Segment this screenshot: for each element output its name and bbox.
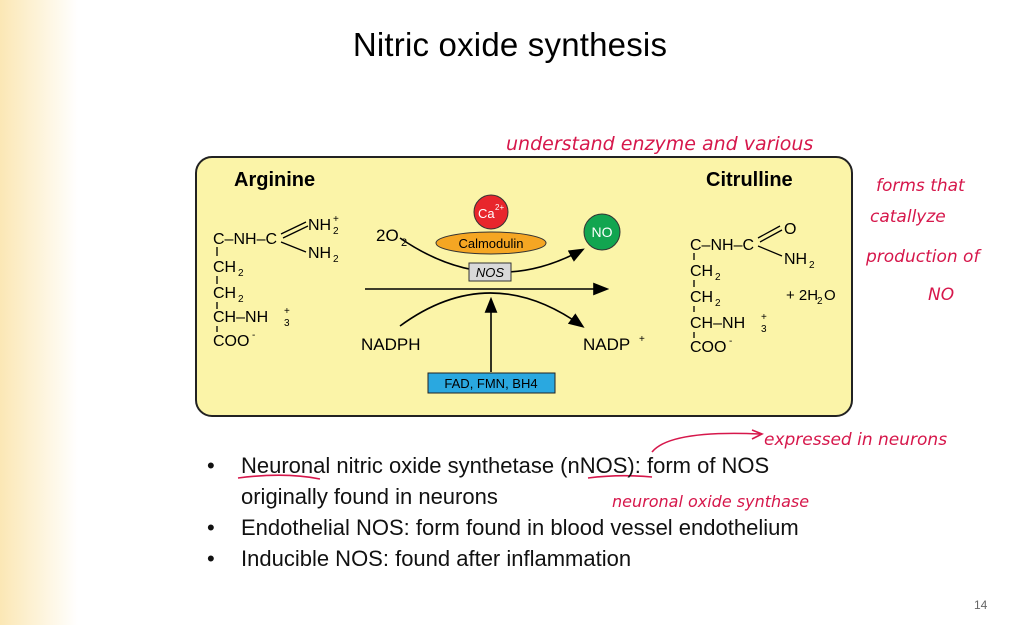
svg-text:3: 3 [761, 324, 767, 335]
citrulline-label: Citrulline [706, 169, 793, 191]
svg-text:2: 2 [238, 294, 244, 305]
svg-text:+ 2H: + 2H [786, 287, 818, 304]
annotation-pointer-head [751, 429, 764, 440]
svg-text:2: 2 [333, 226, 339, 237]
svg-text:-: - [729, 336, 732, 347]
annotation-expressed: expressed in neurons [764, 430, 947, 450]
slide-left-accent [0, 0, 78, 625]
no-label: NO [592, 224, 613, 240]
calmodulin-label: Calmodulin [458, 236, 523, 251]
svg-text:3: 3 [284, 318, 290, 329]
svg-text:2: 2 [817, 296, 823, 307]
bullet-list: Neuronal nitric oxide synthetase (nNOS):… [205, 450, 825, 574]
nos-box [468, 262, 512, 282]
svg-text:O: O [784, 221, 796, 238]
annotation-line5: NO [928, 285, 954, 305]
svg-text:CH: CH [690, 263, 713, 280]
svg-text:CH: CH [213, 285, 236, 302]
svg-text:2: 2 [715, 272, 721, 283]
svg-text:C–NH–C: C–NH–C [213, 231, 277, 248]
svg-text:2: 2 [809, 260, 815, 271]
arginine-label: Arginine [234, 169, 315, 191]
svg-text:-: - [252, 330, 255, 341]
calcium-label: Ca [478, 206, 495, 221]
annotation-line1: understand enzyme and various [506, 133, 813, 155]
svg-text:CH–NH: CH–NH [690, 315, 745, 332]
page-number: 14 [974, 598, 988, 612]
slide-title: Nitric oxide synthesis [352, 26, 668, 63]
cofactor-label: FAD, FMN, BH4 [444, 376, 537, 391]
oxygen-label: 2O 2 [376, 226, 407, 249]
svg-text:CH: CH [213, 259, 236, 276]
svg-text:COO: COO [213, 333, 249, 350]
svg-text:O: O [824, 287, 836, 304]
water-label: + 2H 2 O [786, 287, 836, 307]
svg-text:COO: COO [690, 339, 726, 356]
annotation-line3: catallyze [870, 207, 946, 227]
reaction-panel [195, 156, 853, 417]
nadph-label: NADPH [361, 335, 421, 354]
cofactor-box [427, 372, 556, 394]
annotation-line2: forms that [876, 176, 966, 196]
svg-text:+: + [761, 312, 767, 323]
svg-text:C–NH–C: C–NH–C [690, 237, 754, 254]
bullet-abbr-nnos: nNOS [567, 453, 628, 478]
bullet-text-suffix: ): form of NOS originally found in neuro… [241, 453, 770, 509]
bullet-item: Endothelial NOS: form found in blood ves… [205, 512, 825, 543]
svg-text:2: 2 [715, 298, 721, 309]
bullet-item: Inducible NOS: found after inflammation [205, 543, 825, 574]
nadp-charge: + [639, 334, 645, 345]
svg-text:CH: CH [690, 289, 713, 306]
svg-text:2O: 2O [376, 226, 399, 245]
nadp-label: NADP [583, 335, 630, 354]
svg-text:NH: NH [784, 251, 807, 268]
svg-text:+: + [333, 214, 339, 225]
calcium-circle [473, 194, 509, 230]
bullet-item: Neuronal nitric oxide synthetase (nNOS):… [205, 450, 825, 512]
svg-text:2: 2 [238, 268, 244, 279]
annotation-pointer-line [651, 432, 761, 453]
calmodulin-ellipse [435, 231, 547, 255]
nos-label: NOS [476, 265, 505, 280]
svg-text:2: 2 [401, 237, 407, 249]
svg-text:2: 2 [333, 254, 339, 265]
svg-text:CH–NH: CH–NH [213, 309, 268, 326]
bullet-text-prefix: Neuronal nitric oxide synthetase ( [241, 453, 568, 478]
no-circle [583, 213, 621, 251]
svg-text:NH: NH [308, 245, 331, 262]
svg-text:+: + [284, 306, 290, 317]
calcium-charge: 2+ [495, 203, 504, 212]
bottom-curved-arrow [399, 292, 585, 328]
svg-text:NH: NH [308, 217, 331, 234]
annotation-line4: production of [865, 247, 982, 267]
